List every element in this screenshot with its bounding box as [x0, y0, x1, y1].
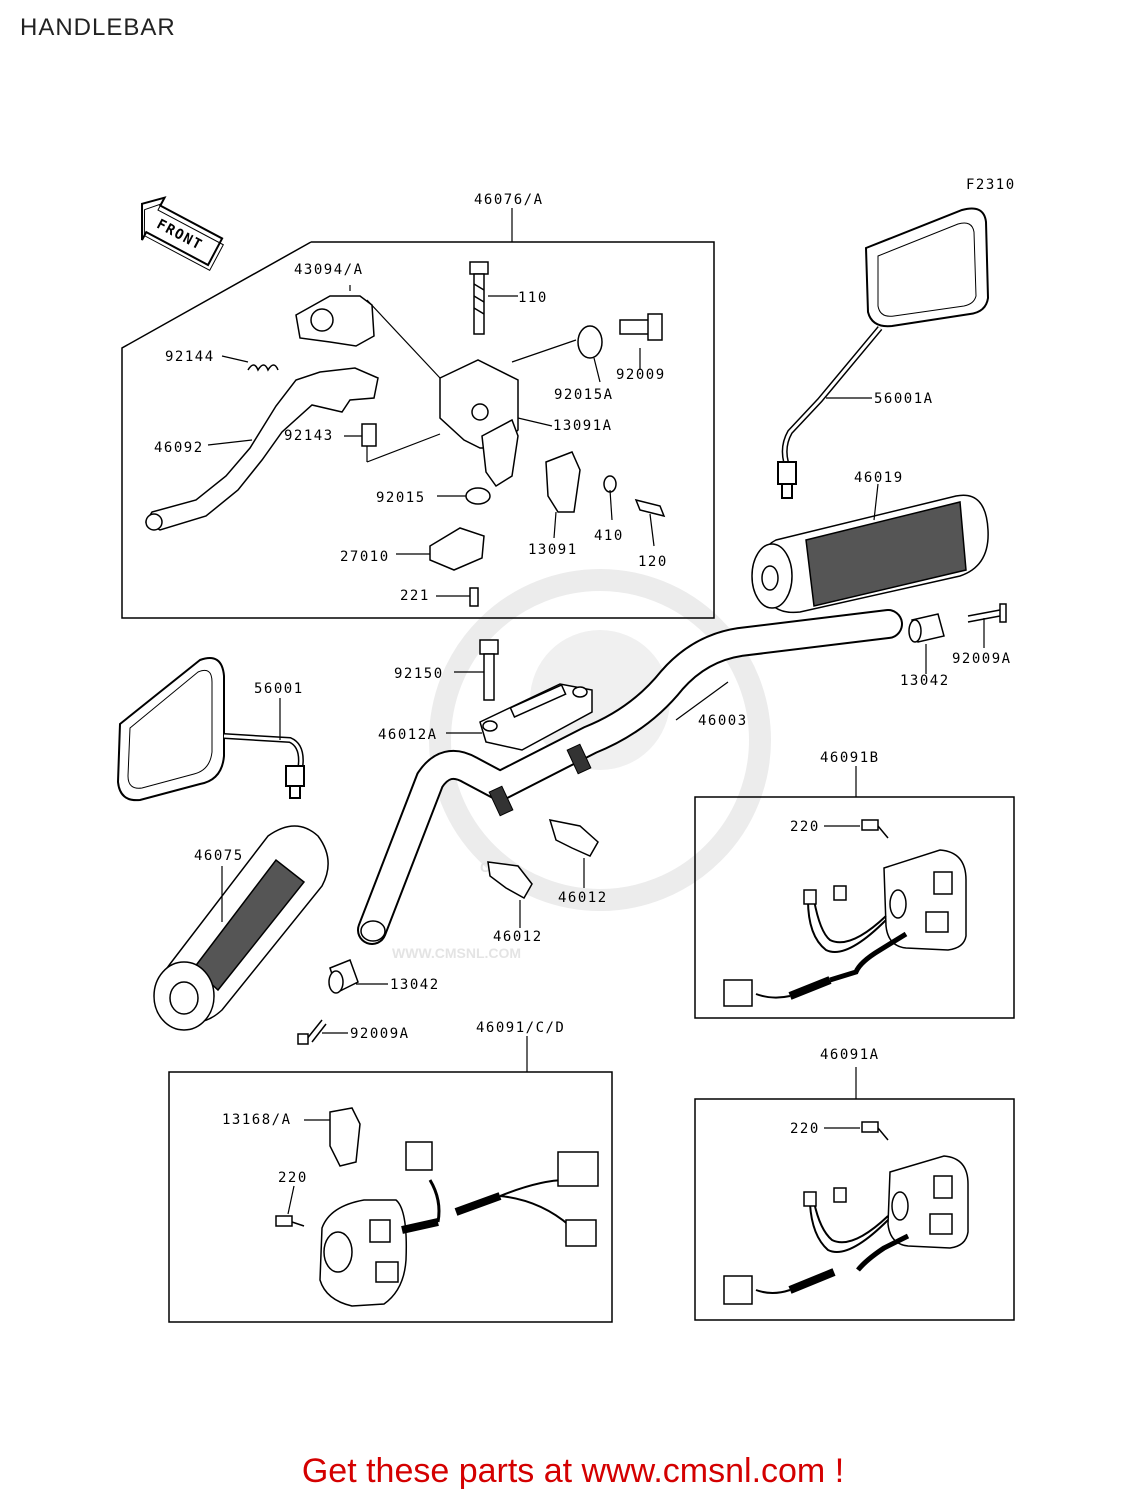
- watermark: CMS WWW.CMSNL.COM: [392, 569, 771, 961]
- label-220-b: 220: [790, 819, 820, 835]
- label-110: 110: [518, 290, 548, 306]
- switch-cd-box: 46091/C/D 13168/A 220: [168, 1020, 613, 1323]
- leader-46003: [675, 681, 729, 721]
- left-bar-end: [297, 959, 359, 1045]
- label-43094a: 43094/A: [294, 262, 364, 278]
- label-13091: 13091: [528, 542, 578, 558]
- label-92150: 92150: [394, 666, 444, 682]
- label-13091a: 13091A: [553, 418, 613, 434]
- label-92144: 92144: [165, 349, 215, 365]
- right-mirror: [777, 207, 990, 499]
- label-56001a: 56001A: [874, 391, 934, 407]
- front-arrow: FRONT: [141, 196, 224, 272]
- label-46012-a: 46012: [558, 890, 608, 906]
- label-92009a-right: 92009A: [952, 651, 1012, 667]
- label-46003: 46003: [698, 713, 748, 729]
- left-mirror: [116, 657, 305, 802]
- label-27010: 27010: [340, 549, 390, 565]
- label-46091a: 46091A: [820, 1047, 880, 1063]
- lever-assembly-box: 46076/A: [121, 192, 715, 619]
- label-92015: 92015: [376, 490, 426, 506]
- lever-leader-lines: [207, 285, 655, 597]
- label-220-cd: 220: [278, 1170, 308, 1186]
- label-221: 221: [400, 588, 430, 604]
- handlebar-holder: [479, 639, 593, 751]
- handlebar-tube: [357, 609, 903, 945]
- label-92009a-left: 92009A: [350, 1026, 410, 1042]
- leader-46019: [873, 483, 879, 521]
- lower-holders: [487, 819, 599, 900]
- label-13168a: 13168/A: [222, 1112, 292, 1128]
- label-46075: 46075: [194, 848, 244, 864]
- watermark-url: WWW.CMSNL.COM: [392, 945, 521, 961]
- label-56001: 56001: [254, 681, 304, 697]
- label-46012-b: 46012: [493, 929, 543, 945]
- label-92015a: 92015A: [554, 387, 614, 403]
- page-title: HANDLEBAR: [20, 14, 176, 41]
- left-grip: [153, 825, 329, 1031]
- clutch-lever-parts: [144, 261, 666, 607]
- footer-parts-link[interactable]: Get these parts at www.cmsnl.com !: [301, 1452, 845, 1490]
- lever-part-labels: 43094/A 110 92144 92009 92015A 92143 130…: [154, 262, 668, 604]
- label-46091b: 46091B: [820, 750, 880, 766]
- label-46076a: 46076/A: [474, 192, 544, 208]
- label-46012a: 46012A: [378, 727, 438, 743]
- right-bar-end: [908, 603, 1007, 643]
- label-13042-right: 13042: [900, 673, 950, 689]
- figure-code: F2310: [966, 177, 1016, 193]
- switch-a-box: 46091A 220: [694, 1047, 1015, 1321]
- label-46092: 46092: [154, 440, 204, 456]
- label-46091cd: 46091/C/D: [476, 1020, 565, 1036]
- label-13042-left: 13042: [390, 977, 440, 993]
- label-46019: 46019: [854, 470, 904, 486]
- label-92009: 92009: [616, 367, 666, 383]
- label-92143: 92143: [284, 428, 334, 444]
- switch-b-box: 46091B 220: [694, 750, 1015, 1019]
- label-120: 120: [638, 554, 668, 570]
- label-410: 410: [594, 528, 624, 544]
- label-220-a: 220: [790, 1121, 820, 1137]
- right-grip: [751, 494, 989, 614]
